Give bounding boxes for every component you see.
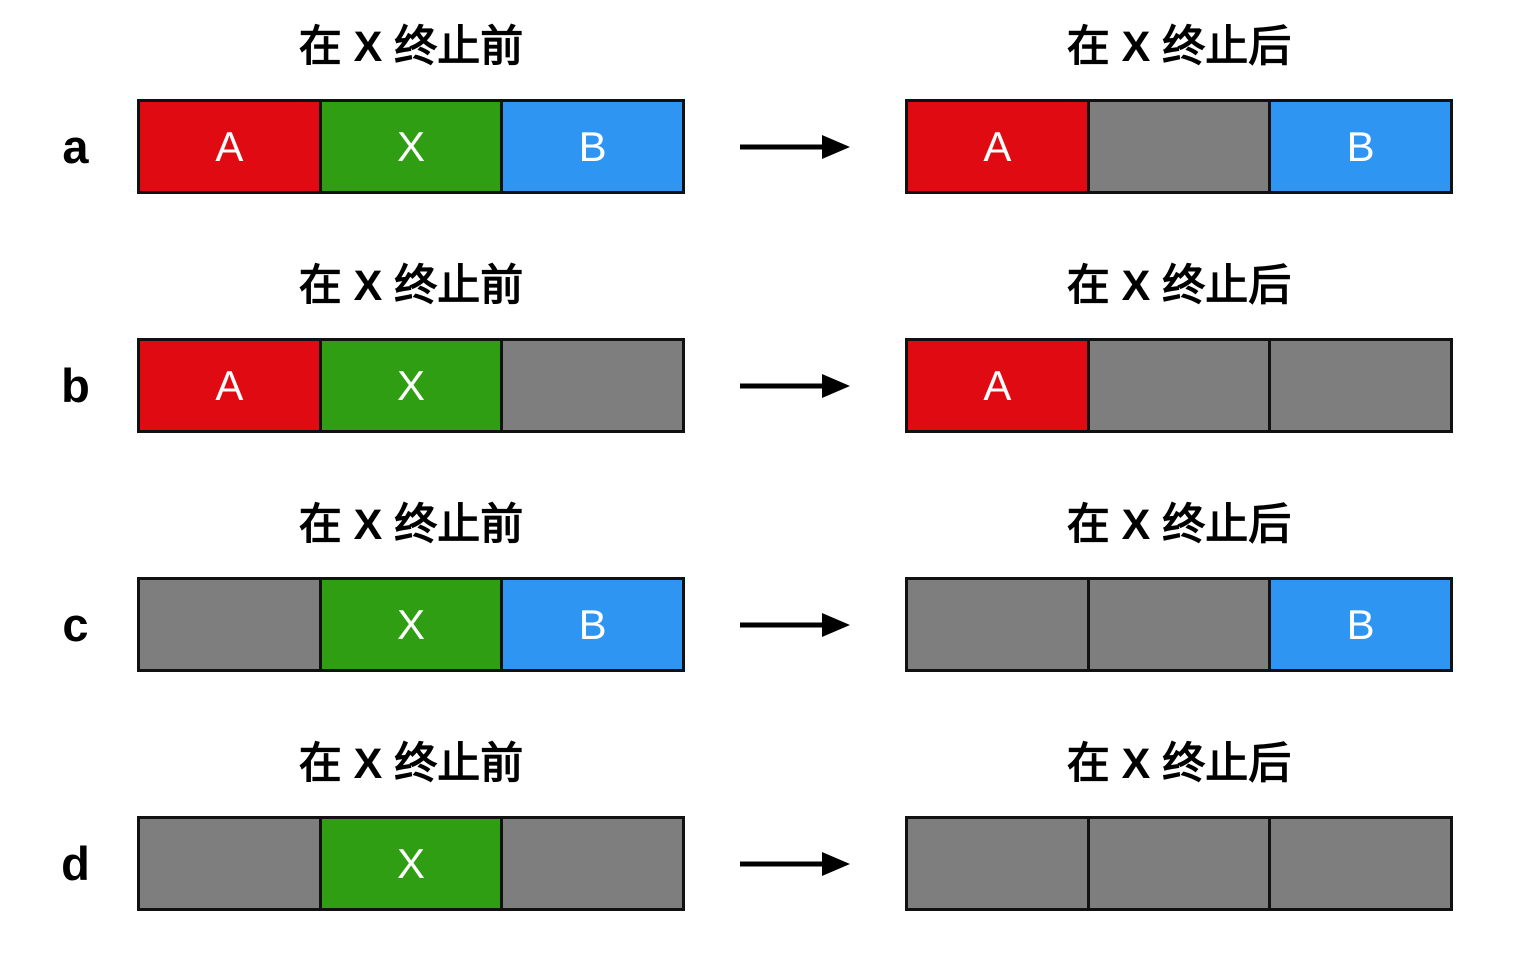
segment-free (1268, 341, 1451, 430)
segment-x: X (318, 580, 501, 669)
segment-b: B (1268, 102, 1451, 191)
segment-free (1086, 580, 1269, 669)
right-arrow-icon (740, 373, 850, 398)
segment-free (1086, 819, 1269, 908)
segment-free (1086, 341, 1269, 430)
segment-x: X (318, 341, 501, 430)
segment-a: A (140, 102, 319, 191)
segment-free (1268, 819, 1451, 908)
right-arrow-icon (740, 612, 850, 637)
arrow (685, 577, 905, 672)
row-label: c (62, 598, 89, 651)
segment-a: A (908, 341, 1087, 430)
after-title: 在 X 终止后 (1066, 262, 1292, 310)
right-arrow-icon (740, 134, 850, 159)
after-bar: B (905, 577, 1453, 672)
segment-free (500, 341, 683, 430)
before-title: 在 X 终止前 (298, 740, 524, 788)
row-label: d (61, 837, 90, 890)
after-title: 在 X 终止后 (1066, 740, 1292, 788)
segment-b: B (1268, 580, 1451, 669)
segment-a: A (140, 341, 319, 430)
before-title: 在 X 终止前 (298, 23, 524, 71)
segment-free (1086, 102, 1269, 191)
after-bar (905, 816, 1453, 911)
segment-free (908, 580, 1087, 669)
arrow (685, 99, 905, 194)
before-title: 在 X 终止前 (298, 262, 524, 310)
arrow (685, 338, 905, 433)
segment-free (140, 580, 319, 669)
segment-b: B (500, 102, 683, 191)
segment-a: A (908, 102, 1087, 191)
row-d: d 在 X 终止前 X 在 X 终止后 (0, 740, 1526, 911)
after-title: 在 X 终止后 (1066, 23, 1292, 71)
segment-free (500, 819, 683, 908)
segment-free (908, 819, 1087, 908)
segment-b: B (500, 580, 683, 669)
after-title: 在 X 终止后 (1066, 501, 1292, 549)
segment-x: X (318, 102, 501, 191)
row-label: b (61, 359, 90, 412)
before-bar: X (137, 816, 685, 911)
before-title: 在 X 终止前 (298, 501, 524, 549)
segment-free (140, 819, 319, 908)
after-bar: A (905, 338, 1453, 433)
segment-x: X (318, 819, 501, 908)
right-arrow-icon (740, 851, 850, 876)
arrow (685, 816, 905, 911)
row-label: a (62, 120, 89, 173)
